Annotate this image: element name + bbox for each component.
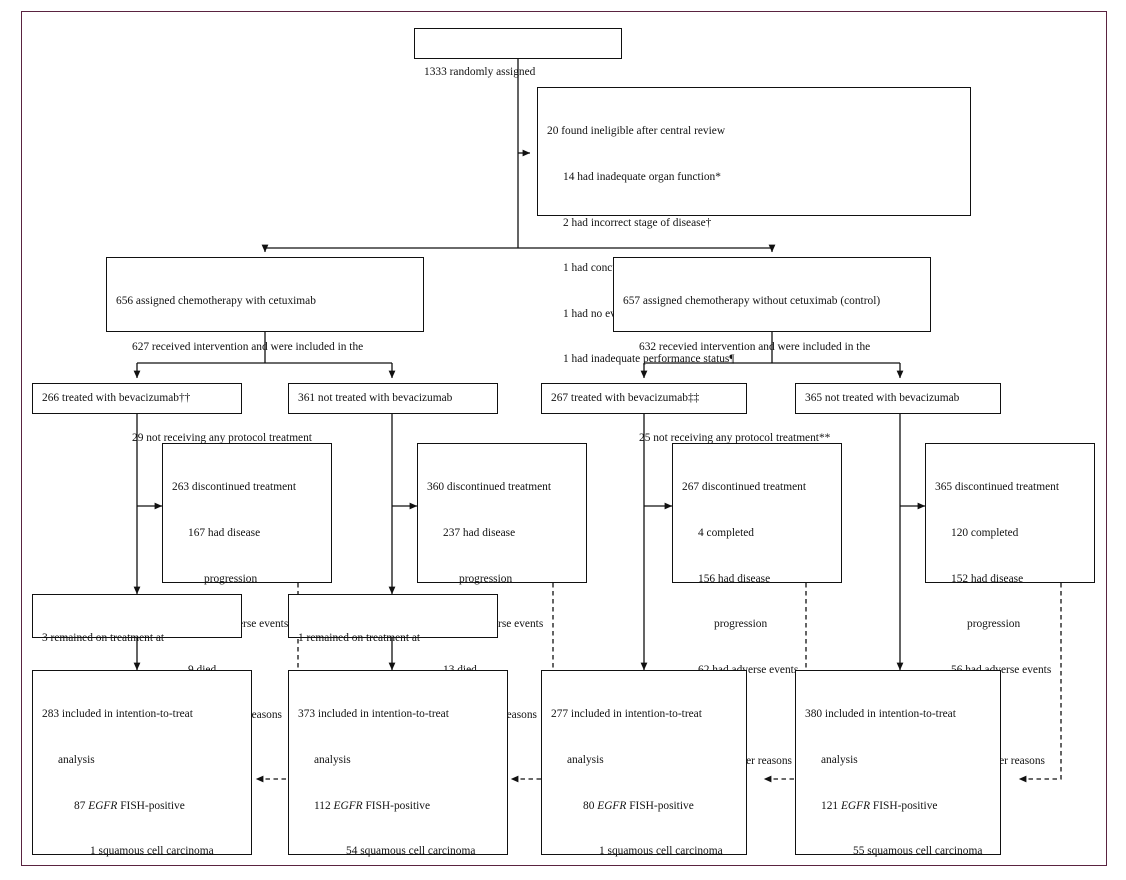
node-arm-control: 657 assigned chemotherapy without cetuxi… — [613, 257, 931, 444]
node-bevacizumab-col4: 365 not treated with bevacizumab — [795, 383, 1001, 414]
node-discontinued-col2: 360 discontinued treatment 237 had disea… — [417, 443, 587, 721]
node-bevacizumab-col1: 266 treated with bevacizumab†† — [32, 383, 242, 414]
line: 167 had disease — [188, 527, 261, 540]
line-egfr: 80 EGFR FISH-positive — [583, 799, 694, 812]
line: 263 discontinued treatment — [172, 481, 297, 494]
node-bevacizumab-col3: 267 treated with bevacizumab‡‡ — [541, 383, 747, 414]
line: 3 remained on treatment at — [42, 632, 165, 645]
node-arm-cetuximab: 656 assigned chemotherapy with cetuximab… — [106, 257, 424, 444]
line: 156 had disease — [698, 572, 771, 585]
line: 361 not treated with bevacizumab — [298, 391, 453, 404]
line-egfr: 112 EGFR FISH-positive — [314, 799, 431, 812]
node-bevacizumab-col2: 361 not treated with bevacizumab — [288, 383, 498, 414]
line: 20 found ineligible after central review — [547, 125, 726, 138]
line: progression — [967, 618, 1021, 631]
node-itt-col4: 380 included in intention-to-treat analy… — [795, 670, 1001, 857]
node-found-ineligible: 20 found ineligible after central review… — [537, 87, 971, 411]
line: 54 squamous cell carcinoma — [346, 845, 476, 858]
line: analysis — [567, 754, 604, 767]
line: 373 included in intention-to-treat — [298, 708, 449, 721]
line: 632 recevied intervention and were inclu… — [639, 341, 871, 354]
line-egfr: 121 EGFR FISH-positive — [821, 799, 938, 812]
line: 267 discontinued treatment — [682, 481, 807, 494]
line: analysis — [58, 754, 95, 767]
line: 2 had incorrect stage of disease† — [563, 216, 712, 229]
line: 120 completed — [951, 527, 1019, 540]
line: 29 not receiving any protocol treatment — [132, 432, 312, 445]
line: progression — [204, 572, 258, 585]
line: progression — [714, 618, 768, 631]
node-discontinued-col1: 263 discontinued treatment 167 had disea… — [162, 443, 332, 721]
line: 365 discontinued treatment — [935, 481, 1060, 494]
line: 1333 randomly assigned — [424, 66, 536, 79]
node-itt-col3: 277 included in intention-to-treat analy… — [541, 670, 747, 857]
line: 365 not treated with bevacizumab — [805, 391, 960, 404]
line-egfr: 87 EGFR FISH-positive — [74, 799, 185, 812]
node-randomly-assigned: 1333 randomly assigned — [414, 28, 622, 78]
line: 1 remained on treatment at — [298, 632, 421, 645]
node-remained-on-treatment-col1: 3 remained on treatment at analysis — [32, 594, 242, 690]
line: 1 squamous cell carcinoma — [599, 845, 723, 858]
line: 380 included in intention-to-treat — [805, 708, 956, 721]
line: 1 squamous cell carcinoma — [90, 845, 214, 858]
line: 283 included in intention-to-treat — [42, 708, 193, 721]
line: 267 treated with bevacizumab‡‡ — [551, 391, 700, 404]
line: analysis — [314, 754, 351, 767]
line: 627 received intervention and were inclu… — [132, 341, 364, 354]
line: 4 completed — [698, 527, 754, 540]
line: 360 discontinued treatment — [427, 481, 552, 494]
line: 657 assigned chemotherapy without cetuxi… — [623, 295, 881, 308]
line: 237 had disease — [443, 527, 516, 540]
line: progression — [459, 572, 513, 585]
node-itt-col2: 373 included in intention-to-treat analy… — [288, 670, 508, 857]
line: 25 not receiving any protocol treatment*… — [639, 432, 831, 445]
line: 266 treated with bevacizumab†† — [42, 391, 191, 404]
line: 14 had inadequate organ function* — [563, 171, 721, 184]
line: 277 included in intention-to-treat — [551, 708, 702, 721]
node-itt-col1: 283 included in intention-to-treat analy… — [32, 670, 252, 857]
line: 152 had disease — [951, 572, 1024, 585]
node-discontinued-col3: 267 discontinued treatment 4 completed 1… — [672, 443, 842, 767]
node-discontinued-col4: 365 discontinued treatment 120 completed… — [925, 443, 1095, 767]
line: 55 squamous cell carcinoma — [853, 845, 983, 858]
line: analysis — [821, 754, 858, 767]
line: 1 had inadequate performance status¶ — [563, 353, 735, 366]
line: 656 assigned chemotherapy with cetuximab — [116, 295, 316, 308]
node-remained-on-treatment-col2: 1 remained on treatment at analysis — [288, 594, 498, 690]
